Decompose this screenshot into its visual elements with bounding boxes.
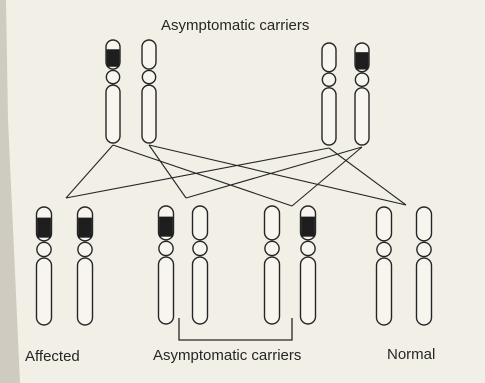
centromere	[141, 69, 157, 85]
chromosome-q-arm	[299, 256, 317, 325]
inheritance-line-7	[148, 144, 187, 199]
mutation-band	[106, 49, 120, 67]
affected-chromosome-2	[76, 206, 94, 326]
affected-chromosome-1	[35, 206, 53, 326]
chromosome-q-arm	[415, 257, 433, 326]
carrier-1-chromosome-2	[191, 205, 209, 325]
crossing-lines	[65, 144, 407, 207]
carriers-label: Asymptomatic carriers	[153, 347, 301, 364]
centromere	[300, 240, 316, 257]
chromosome-q-arm	[157, 256, 175, 325]
chromosome-q-arm	[354, 87, 370, 146]
chromosome-layer	[35, 39, 433, 326]
chromosome-p-arm	[415, 206, 433, 242]
affected-label: Affected	[25, 348, 80, 365]
centromere	[36, 241, 52, 258]
chromosome-p-arm	[321, 42, 337, 73]
chromosome-p-arm	[263, 205, 281, 241]
mutation-band	[78, 217, 92, 238]
parent-left-chromosome-2	[141, 39, 157, 144]
mutation-band	[355, 52, 369, 70]
page-sheet	[6, 0, 485, 383]
chromosome-p-arm	[191, 205, 209, 241]
chromosome-q-arm	[35, 257, 53, 326]
normal-chromosome-2	[415, 206, 433, 326]
inheritance-line-4	[65, 147, 330, 199]
chromosome-q-arm	[375, 257, 393, 326]
centromere	[354, 72, 370, 88]
chromosome-p-arm	[375, 206, 393, 242]
centromere	[105, 69, 121, 85]
parent-right-chromosome-1	[321, 42, 337, 146]
parent-right-chromosome-2	[354, 42, 370, 146]
inheritance-line-1	[65, 144, 114, 199]
centromere	[158, 240, 174, 257]
mutation-band	[37, 217, 51, 238]
chromosome-p-arm	[141, 39, 157, 70]
centromere	[192, 240, 208, 257]
chromosome-q-arm	[105, 84, 121, 144]
chromosome-q-arm	[141, 84, 157, 144]
centromere	[416, 241, 432, 258]
inheritance-line-8	[328, 147, 407, 206]
title-label: Asymptomatic carriers	[161, 17, 309, 34]
carrier-2-chromosome-2	[299, 205, 317, 325]
carrier-bracket	[178, 318, 293, 341]
centromere	[264, 240, 280, 257]
centromere	[376, 241, 392, 258]
chromosome-q-arm	[191, 256, 209, 325]
normal-label: Normal	[387, 346, 435, 363]
centromere	[321, 72, 337, 88]
parent-left-chromosome-1	[105, 39, 121, 144]
carrier-1-chromosome-1	[157, 205, 175, 325]
centromere	[77, 241, 93, 258]
inheritance-line-6	[185, 146, 363, 199]
chromosome-q-arm	[76, 257, 94, 326]
mutation-band	[301, 216, 315, 237]
normal-chromosome-1	[375, 206, 393, 326]
chromosome-q-arm	[263, 256, 281, 325]
carrier-2-chromosome-1	[263, 205, 281, 325]
inheritance-line-5	[291, 146, 363, 207]
mutation-band	[159, 216, 173, 237]
chromosome-q-arm	[321, 87, 337, 146]
inheritance-line-2	[112, 144, 293, 207]
inheritance-line-3	[148, 144, 407, 206]
